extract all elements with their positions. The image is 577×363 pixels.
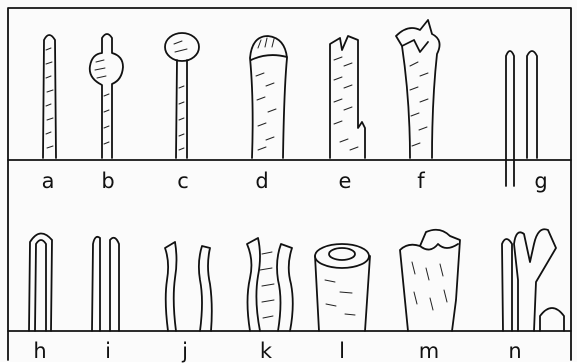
label-j: j (165, 340, 205, 362)
label-i: i (88, 340, 128, 362)
shape-n (502, 229, 564, 331)
shape-b (90, 34, 123, 158)
shape-e (330, 36, 365, 158)
label-b: b (88, 170, 128, 192)
label-m: m (409, 340, 449, 362)
shape-d (250, 36, 287, 158)
shape-h (29, 233, 52, 331)
label-c: c (163, 170, 203, 192)
label-a: a (28, 170, 68, 192)
label-k: k (246, 340, 286, 362)
shape-a (43, 35, 56, 158)
label-l: l (322, 340, 362, 362)
label-f: f (401, 170, 441, 192)
shape-g (506, 51, 537, 186)
label-g: g (521, 170, 561, 192)
shape-k (247, 238, 293, 331)
shape-l (315, 244, 370, 331)
shape-f (396, 20, 440, 158)
label-d: d (242, 170, 282, 192)
label-n: n (495, 340, 535, 362)
label-e: e (325, 170, 365, 192)
shape-i (92, 237, 119, 331)
shape-j (165, 242, 212, 331)
shape-m (400, 230, 460, 331)
label-h: h (20, 340, 60, 362)
shape-c (165, 33, 199, 158)
